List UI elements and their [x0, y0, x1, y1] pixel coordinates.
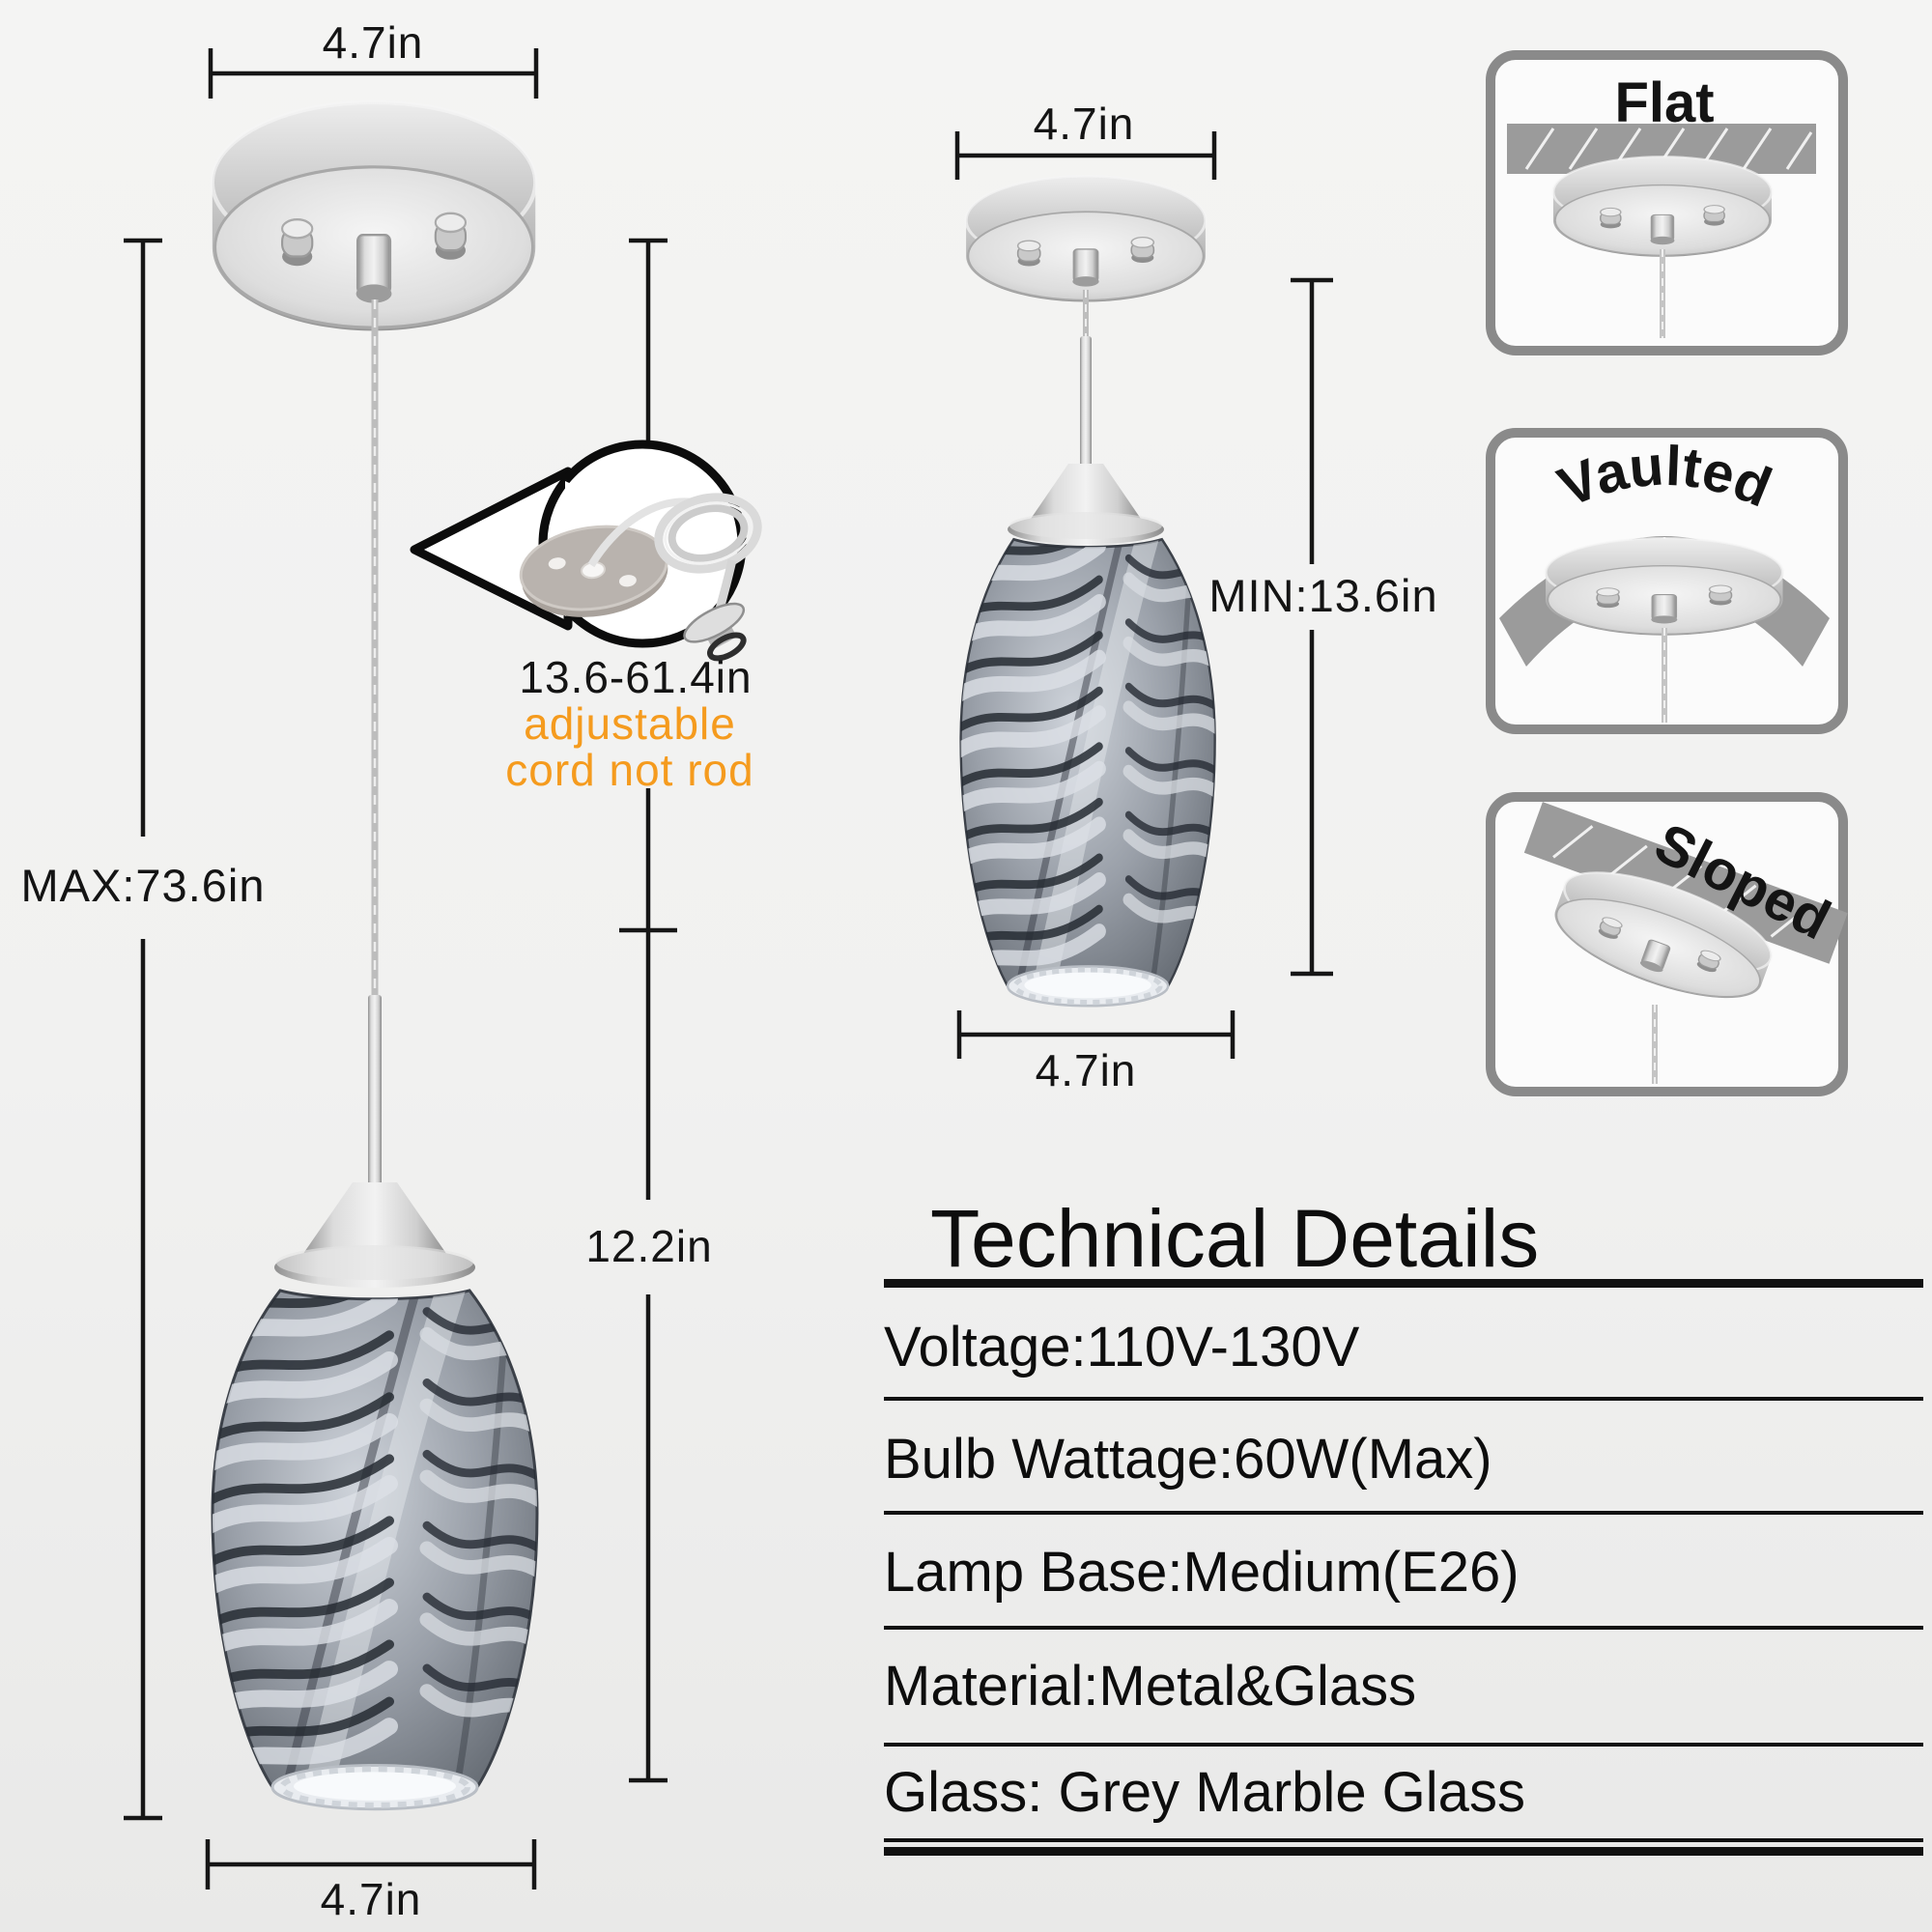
fixture-height-label: 12.2in	[585, 1221, 712, 1271]
left-lamp-top-width-dimension	[208, 48, 539, 99]
cord-kit-drawing	[519, 493, 762, 662]
middle-pendant-illustration	[948, 174, 1225, 1009]
left-top-width-label: 4.7in	[323, 17, 424, 68]
min-height-label: MIN:13.6in	[1208, 570, 1437, 621]
max-height-dimension	[124, 238, 162, 1821]
spec-row-lamp-base: Lamp Base:Medium(E26)	[884, 1515, 1923, 1630]
mount-flat-label: Flat	[1614, 71, 1714, 134]
left-bottom-width-label: 4.7in	[321, 1874, 422, 1924]
left-lamp-bottom-width-dimension	[205, 1839, 537, 1889]
cord-range-label: 13.6-61.4in	[519, 652, 752, 702]
technical-details-title: Technical Details	[930, 1193, 1540, 1284]
min-height-dimension	[1291, 277, 1333, 977]
title-underline	[884, 1279, 1923, 1288]
spec-row-voltage: Voltage:110V-130V	[884, 1288, 1923, 1401]
mount-option-vaulted-box	[1486, 428, 1848, 734]
max-height-label: MAX:73.6in	[21, 860, 266, 911]
middle-lamp-bottom-width-dimension	[956, 1010, 1236, 1059]
left-pendant-illustration	[196, 102, 551, 1814]
table-bottom-rule	[884, 1847, 1923, 1856]
middle-top-width-label: 4.7in	[1034, 99, 1135, 149]
cord-note-line2: cord not rod	[505, 745, 753, 795]
mount-option-sloped-box	[1486, 792, 1848, 1096]
cord-and-fixture-dimension	[619, 238, 677, 1783]
spec-row-bulb-wattage: Bulb Wattage:60W(Max)	[884, 1401, 1923, 1515]
mount-option-flat-box	[1486, 50, 1848, 355]
middle-bottom-width-label: 4.7in	[1036, 1045, 1137, 1095]
cord-callout-bubble	[410, 440, 762, 662]
spec-row-glass: Glass: Grey Marble Glass	[884, 1747, 1923, 1842]
spec-row-material: Material:Metal&Glass	[884, 1630, 1923, 1747]
cord-note-line1: adjustable	[524, 698, 736, 749]
technical-details-table: Technical Details Voltage:110V-130V Bulb…	[884, 1198, 1923, 1856]
middle-lamp-top-width-dimension	[954, 131, 1217, 180]
